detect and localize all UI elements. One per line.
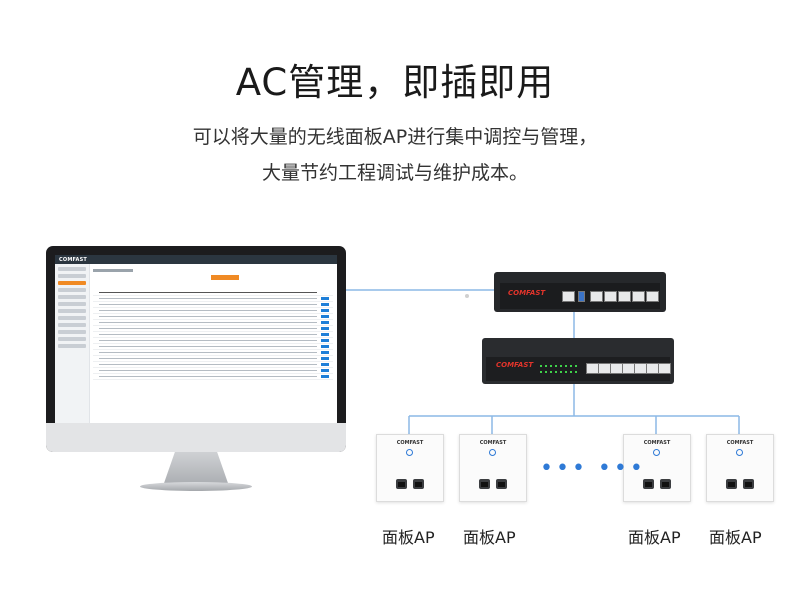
monitor-screen: COMFAST: [55, 255, 337, 423]
screen-sidebar: [55, 264, 90, 423]
panel-ap-3: COMFAST: [623, 434, 691, 502]
panel-brand: COMFAST: [396, 440, 424, 446]
switch-brand: COMFAST: [496, 361, 534, 369]
panel-brand: COMFAST: [479, 440, 507, 446]
page-title: AC管理，即插即用: [235, 61, 555, 104]
subtitle-line-1: 可以将大量的无线面板AP进行集中调控与管理，: [192, 126, 598, 148]
panel-ap-2: COMFAST: [459, 434, 527, 502]
monitor-bezel: [46, 423, 346, 452]
panel-ap-1: COMFAST: [376, 434, 444, 502]
monitor-base: [140, 482, 252, 491]
monitor: COMFAST: [46, 246, 346, 452]
panel-label-3: 面板AP: [628, 528, 681, 547]
screen-logo: COMFAST: [59, 256, 88, 263]
controller-brand: COMFAST: [508, 289, 546, 297]
panel-brand: COMFAST: [726, 440, 754, 446]
screen-header: COMFAST: [55, 255, 337, 264]
subtitle-line-2: 大量节约工程调试与维护成本。: [261, 162, 528, 184]
panel-brand: COMFAST: [643, 440, 671, 446]
panel-label-2: 面板AP: [463, 528, 516, 547]
monitor-stand: [163, 452, 229, 486]
ac-controller: COMFAST: [494, 272, 666, 312]
panel-label-1: 面板AP: [382, 528, 435, 547]
screen-table: [93, 267, 333, 421]
poe-switch: COMFAST: [482, 338, 674, 384]
more-panels-ellipsis: ••• •••: [540, 456, 646, 481]
decor-dot: [465, 294, 469, 298]
panel-label-4: 面板AP: [709, 528, 762, 547]
panel-ap-4: COMFAST: [706, 434, 774, 502]
